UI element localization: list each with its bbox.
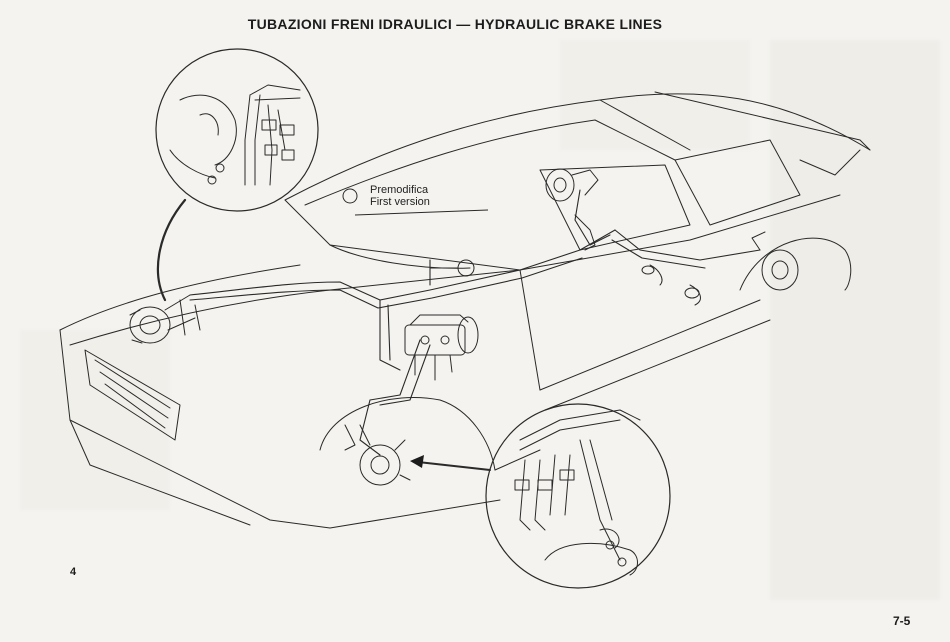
rear-right-caliper [751, 231, 799, 291]
master-cylinder [404, 314, 479, 381]
figure-number: 4 [70, 566, 77, 578]
bleed-through-right [770, 40, 940, 600]
callout-label-english: First version [370, 196, 430, 208]
car-body-outline [59, 91, 871, 529]
front-left-caliper [129, 294, 201, 344]
brake-line-runs [189, 189, 761, 456]
front-right-caliper [344, 424, 411, 486]
rear-left-caliper [545, 168, 599, 251]
detail-circle-rear [485, 403, 671, 589]
callout-label-italian: Premodifica [370, 184, 429, 196]
first-version-marker [342, 188, 358, 204]
page-number: 7-5 [893, 614, 911, 628]
bleed-through-top [560, 40, 750, 150]
page-title: TUBAZIONI FRENI IDRAULICI — HYDRAULIC BR… [247, 16, 663, 32]
detail-circle-front [155, 48, 319, 212]
